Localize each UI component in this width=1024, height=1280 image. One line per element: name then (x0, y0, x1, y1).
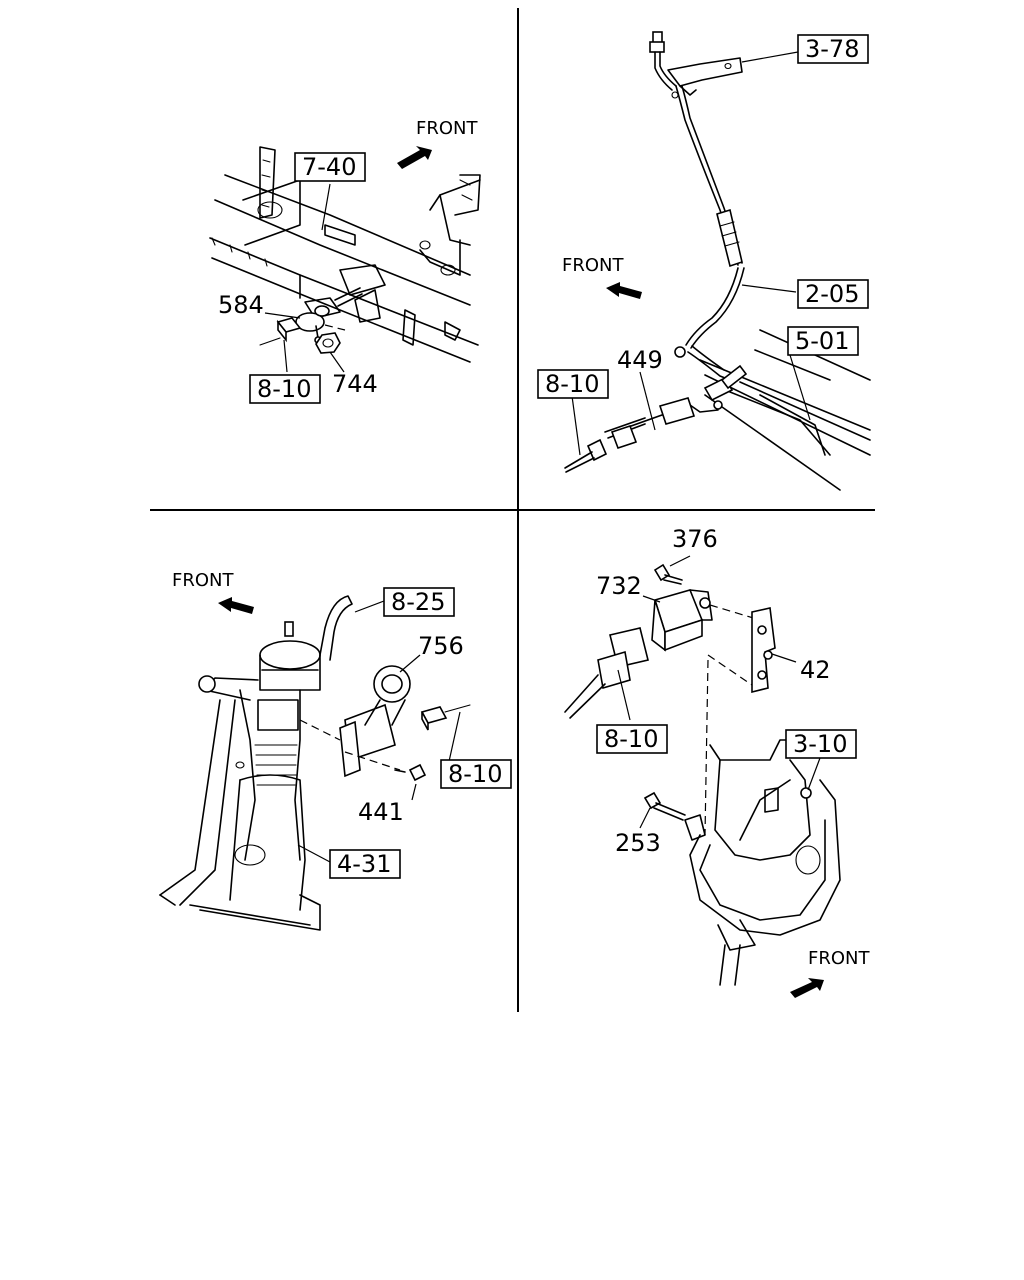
ref-box (785, 729, 857, 759)
cable-drawing (564, 31, 871, 491)
part-number: 441 (358, 798, 404, 826)
front-arrow-icon (397, 146, 432, 169)
part-number: 253 (615, 829, 661, 857)
ref-label: 8-10 (545, 370, 599, 398)
part-number: 744 (332, 370, 378, 398)
part-number: 756 (418, 632, 464, 660)
ref-box (537, 369, 609, 399)
relay-bracket-drawing (564, 563, 841, 986)
ref-label: 8-10 (257, 375, 311, 403)
ref-label: 8-10 (604, 725, 658, 753)
ref-label: 3-10 (793, 730, 847, 758)
frame-rail-drawing (209, 146, 481, 363)
ref-label: 2-05 (805, 280, 859, 308)
ref-box (329, 849, 401, 879)
ref-label: 5-01 (795, 327, 849, 355)
part-number: 732 (596, 572, 642, 600)
ref-box (383, 587, 455, 617)
quadrant-bottom-left: FRONT 8-25 8-10 4-31 756 441 (159, 570, 512, 931)
part-number: 449 (617, 346, 663, 374)
part-number: 42 (800, 656, 831, 684)
front-label: FRONT (808, 948, 870, 969)
quadrant-top-left: FRONT 7-40 8-10 584 744 (209, 118, 481, 404)
ref-label: 8-25 (391, 588, 445, 616)
front-label: FRONT (562, 255, 624, 276)
ref-label: 3-78 (805, 35, 859, 63)
connector-plug (259, 317, 302, 346)
ref-label: 7-40 (302, 153, 356, 181)
ref-box (596, 724, 668, 754)
front-arrow-icon (790, 978, 824, 998)
part-number: 376 (672, 525, 718, 553)
quadrant-bottom-right: FRONT 8-10 3-10 376 732 42 253 (564, 525, 870, 998)
ref-label: 8-10 (448, 760, 502, 788)
ref-box (787, 326, 859, 356)
ref-box (249, 374, 321, 404)
ref-box (797, 279, 869, 309)
front-arrow-icon (606, 282, 642, 299)
front-label: FRONT (172, 570, 234, 591)
front-arrow-icon (218, 597, 254, 614)
quadrant-top-right: FRONT 3-78 2-05 5-01 8-10 449 (537, 31, 871, 491)
ref-box (797, 34, 869, 64)
ref-label: 4-31 (337, 850, 391, 878)
front-label: FRONT (416, 118, 478, 139)
install-dashline (324, 324, 346, 331)
nut-744 (315, 332, 341, 354)
ref-box (440, 759, 512, 789)
part-number: 584 (218, 291, 264, 319)
ref-box (294, 152, 366, 182)
steering-column-drawing (159, 595, 471, 931)
